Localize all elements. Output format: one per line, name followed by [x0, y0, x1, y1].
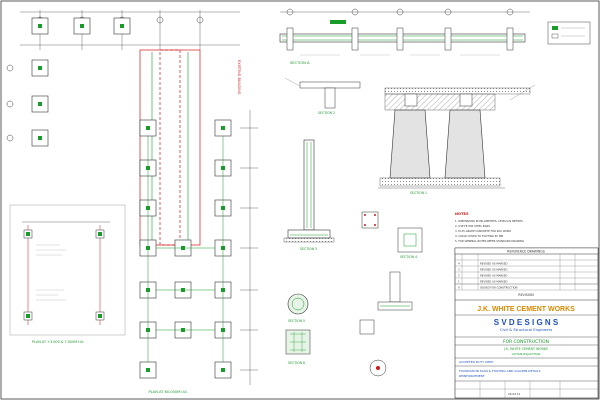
- structure-name: ACCEPTED DUTY SHED: [459, 360, 494, 364]
- consultant-tagline: Civil & Structural Engineers: [500, 327, 552, 332]
- small-plan: PLAN AT +3.000 & 7.000M LVL: [9, 204, 126, 344]
- section-aa-title: SECTION A: [290, 61, 310, 65]
- project-name: J.K. WHITE CEMENT WORKS: [503, 347, 548, 351]
- column-marks-upper: [38, 24, 124, 140]
- pedestal-detail: [359, 271, 413, 335]
- legend-box: [547, 21, 591, 45]
- footings-main: [139, 119, 232, 379]
- notes-block: NOTES 1. DIMENSIONS IN MILLIMETRES, LEVE…: [455, 212, 524, 243]
- drawing-title-2: REINFORCEMENT: [459, 374, 485, 378]
- plan-small-title: PLAN AT +3.000 & 7.000M LVL: [32, 340, 84, 344]
- client-name: J.K. WHITE CEMENT WORKS: [477, 306, 575, 313]
- plan-main-title: PLAN AT 60.000M LVL: [149, 390, 188, 394]
- project-location: GOTAN,RAJASTHAN: [512, 352, 541, 356]
- reference-header: REFERENCE DRAWINGS: [507, 250, 544, 254]
- section-aa-view: SECTION A: [279, 8, 530, 65]
- section-2-title: SECTION 2: [318, 111, 335, 115]
- drawing-title-1: FOUNDATION PLAN & FOOTING AND COLUMN DET…: [459, 369, 541, 373]
- section-3-title: SECTION 3: [300, 247, 317, 251]
- revision-text: REVISED AS MARKED: [480, 274, 507, 278]
- section-1-title: SECTION 1: [410, 191, 427, 195]
- revision-no: 2: [458, 274, 460, 278]
- conveyor-beams: [151, 52, 189, 243]
- existing-building-label: EXISTING BUILDING: [237, 60, 241, 95]
- column-section-details: SECTION 4: [361, 211, 423, 259]
- revision-text: ISSUED FOR CONSTRUCTION: [480, 286, 518, 290]
- note-line: 4. CLEAR COVER TO FOOTING 50 MM: [455, 234, 503, 238]
- revision-text: REVISED AS MARKED: [480, 268, 507, 272]
- column-elevation: SECTION 3: [283, 139, 335, 251]
- footings-upper: [31, 17, 131, 147]
- plinth-beams: [147, 136, 224, 362]
- revision-text: REVISED AS MARKED: [480, 280, 507, 284]
- revision-header: REVISION: [518, 293, 534, 297]
- foundation-plan: EXISTING BUILDING PLAN AT 60.000M LVL: [6, 10, 258, 394]
- section-2-view: SECTION 2: [284, 77, 361, 115]
- revision-no: 4: [458, 262, 460, 266]
- revision-no: 0: [458, 286, 460, 290]
- revision-no: 3: [458, 268, 460, 272]
- note-line: 2. USE FE-500 STEEL BARS: [455, 224, 490, 228]
- beam-marker: [330, 20, 346, 24]
- note-line: 1. DIMENSIONS IN MILLIMETRES, LEVELS IN …: [455, 219, 523, 223]
- revision-text: REVISED AS MARKED: [480, 262, 507, 266]
- notes-heading: NOTES: [455, 212, 469, 216]
- round-sections: SECTION 5 SECTION 6: [285, 293, 387, 377]
- drawing-date: 24.03.11: [508, 392, 521, 396]
- consultant-name: S V D E S I G N S: [494, 318, 559, 327]
- conveyor-outline: [139, 49, 201, 246]
- section-4-title: SECTION 4: [400, 255, 417, 259]
- title-block: REFERENCE DRAWINGS 4 REVISED AS MARKED 3…: [454, 247, 599, 399]
- note-line: 5. FOR GENERAL NOTES REFER STANDARD DRAW…: [455, 239, 524, 243]
- section-5-title: SECTION 5: [288, 319, 305, 323]
- status-label: FOR CONSTRUCTION: [503, 339, 549, 345]
- revision-no: 1: [458, 280, 460, 284]
- note-line: 3. M-25 GRADE CONCRETE FOR RCC WORK: [455, 229, 511, 233]
- grid-bubbles-right: [6, 64, 14, 142]
- section-6-title: SECTION 6: [288, 361, 305, 365]
- footing-section: SECTION 1: [378, 84, 536, 195]
